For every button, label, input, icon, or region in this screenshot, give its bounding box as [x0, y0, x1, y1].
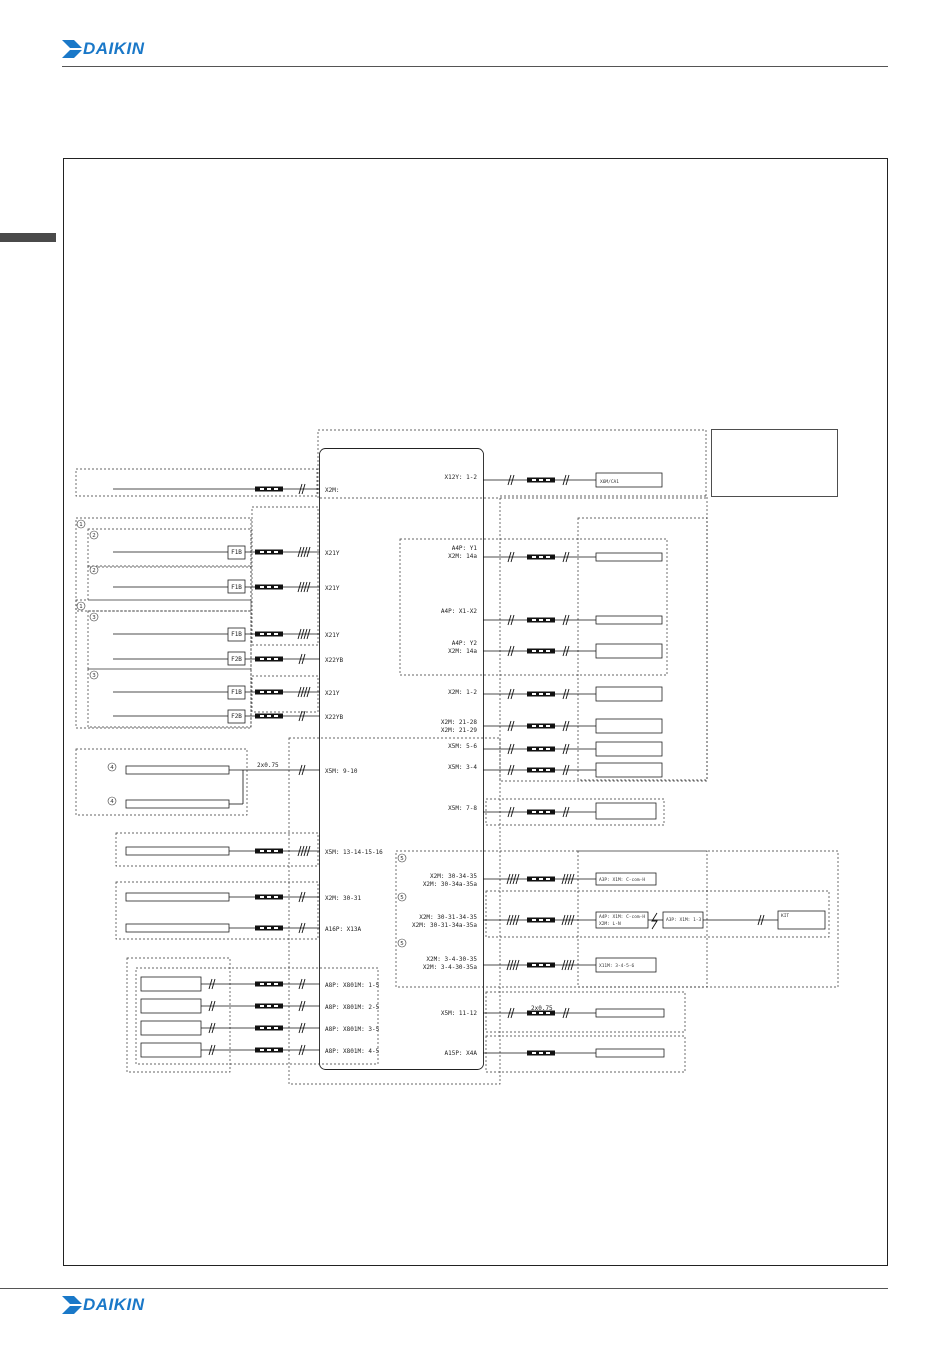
ref-num: 4: [110, 765, 114, 771]
header-rule: [62, 66, 888, 67]
reference-numbers: 1 2 2 1 3 3 4 4 5 5 5: [79, 522, 404, 947]
terminal-label: A4P: Y1: [452, 545, 478, 552]
terminal-label: X2M: 21-28: [441, 719, 478, 726]
terminal-label: X21Y: [325, 585, 340, 592]
terminal-label: X2M: 3-4-30-35: [426, 956, 477, 963]
fuse-label: F2B: [231, 713, 242, 720]
terminal-label: X5M: 3-4: [448, 764, 477, 771]
terminal-label: X2M: 14a: [448, 648, 477, 655]
terminal-label: X5M: 13-14-15-16: [325, 849, 383, 856]
terminal-label: A16P: X13A: [325, 926, 362, 933]
right-terminal-labels: X12Y: 1-2 A4P: Y1 X2M: 14a A4P: X1-X2 A4…: [412, 474, 477, 1057]
right-device-boxes: [595, 472, 826, 1058]
terminal-label: X5M: 11-12: [441, 1010, 478, 1017]
terminal-label: X5M: 9-10: [325, 768, 358, 775]
terminal-label: A15P: X4A: [444, 1050, 477, 1057]
device-label: A3P: X1M: 1-3: [666, 917, 702, 923]
footer-rule: [0, 1288, 888, 1289]
legend-box: [711, 429, 838, 497]
device-label: A4P: X1M: C-com-H: [599, 914, 645, 920]
terminal-label: X5M: 7-8: [448, 805, 477, 812]
terminal-label: X2M: 30-31: [325, 895, 362, 902]
terminal-label: X2M: 30-34a-35a: [423, 881, 478, 888]
ref-num: 3: [92, 615, 96, 621]
terminal-label: X2M: 3-4-30-35a: [423, 964, 478, 971]
device-label: KIT: [781, 913, 789, 919]
daikin-logo-mark-icon: [62, 40, 82, 58]
cable-spec-label: 2x0.75: [257, 762, 279, 769]
ref-num: 5: [400, 941, 404, 947]
fuse-label: F1B: [231, 549, 242, 556]
ref-num: 1: [79, 522, 83, 528]
terminal-label: X21Y: [325, 690, 340, 697]
ref-num: 3: [92, 673, 96, 679]
terminal-label: X21Y: [325, 550, 340, 557]
daikin-logo-mark-icon: [62, 1296, 82, 1314]
terminal-label: X5M: 5-6: [448, 743, 477, 750]
terminal-label: A8P: X801M: 1-5: [325, 982, 380, 989]
ref-num: 5: [400, 895, 404, 901]
device-label: X2M: L-N: [599, 921, 621, 927]
brand-name: DAIKIN: [83, 39, 145, 58]
daikin-logo-header: DAIKIN: [62, 38, 172, 60]
diagram-frame: [63, 158, 888, 1266]
terminal-label: A8P: X801M: 3-5: [325, 1026, 380, 1033]
terminal-label: A4P: Y2: [452, 640, 478, 647]
ref-num: 2: [92, 533, 96, 539]
device-label: X11M: 3-4-5-6: [599, 963, 635, 969]
terminal-label: A8P: X801M: 2-5: [325, 1004, 380, 1011]
left-terminal-labels: X2M: X21Y X21Y X21Y X22YB X21Y X22YB X5M…: [325, 487, 383, 1055]
chapter-tab-marker: [0, 233, 56, 242]
device-box-labels: X6M/CA1 A3P: X1M: C-com-H A4P: X1M: C-co…: [599, 479, 789, 969]
terminal-label: A4P: X1-X2: [441, 608, 478, 615]
ref-num: 2: [92, 568, 96, 574]
component-labels: F1B F1B F1B F2B F1B F2B: [231, 549, 242, 720]
ref-num: 5: [400, 856, 404, 862]
device-label: A3P: X1M: C-com-H: [599, 877, 645, 883]
terminal-label: X2M: 1-2: [448, 689, 477, 696]
fuse-label: F1B: [231, 631, 242, 638]
terminal-label: X2M: 30-34-35: [430, 873, 477, 880]
terminal-label: X2M: 30-31-34-35: [419, 914, 477, 921]
terminal-label: X22YB: [325, 714, 343, 721]
terminal-label: X2M: 21-29: [441, 727, 478, 734]
main-unit-box: [319, 448, 484, 1070]
ref-num: 1: [79, 604, 83, 610]
terminal-label: X2M:: [325, 487, 339, 494]
terminal-label: A8P: X801M: 4-5: [325, 1048, 380, 1055]
device-label: X6M/CA1: [600, 479, 619, 485]
reference-circles: [76, 519, 407, 948]
left-device-boxes: [125, 545, 246, 1058]
fuse-label: F2B: [231, 656, 242, 663]
terminal-label: X12Y: 1-2: [444, 474, 477, 481]
dashed-group-boxes: [75, 429, 839, 1085]
terminal-label: X2M: 30-31-34a-35a: [412, 922, 477, 929]
daikin-logo-footer: DAIKIN: [62, 1294, 172, 1316]
ref-num: 4: [110, 799, 114, 805]
wireless-link-icon: [651, 912, 658, 930]
cable-spec-label: 2x0.75: [531, 1005, 553, 1012]
fuse-label: F1B: [231, 689, 242, 696]
terminal-label: X2M: 14a: [448, 553, 477, 560]
terminal-label: X21Y: [325, 632, 340, 639]
terminal-label: X22YB: [325, 657, 343, 664]
fuse-label: F1B: [231, 584, 242, 591]
brand-name: DAIKIN: [83, 1295, 145, 1314]
